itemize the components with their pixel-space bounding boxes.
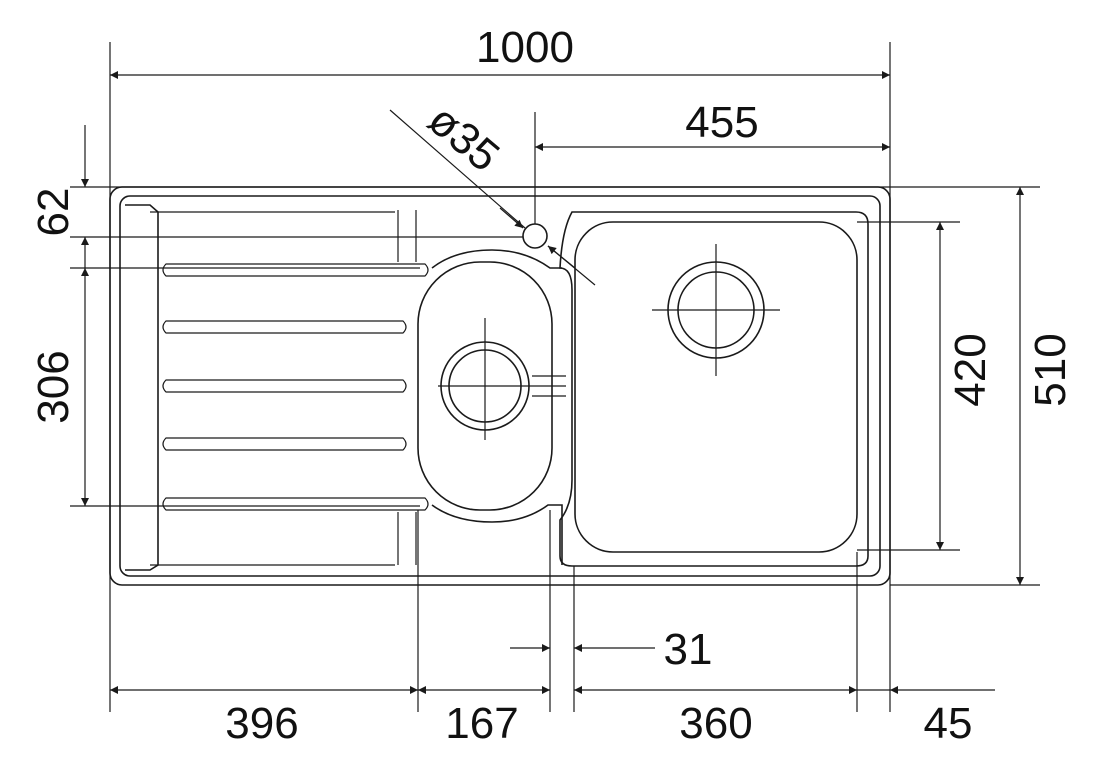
large-bowl xyxy=(559,211,869,567)
small-bowl xyxy=(417,249,566,565)
label-overall-width: 1000 xyxy=(476,23,574,72)
tap-arrow-lower xyxy=(547,245,576,269)
drainer-rib xyxy=(162,263,429,277)
label-overall-depth: 510 xyxy=(1026,333,1075,406)
label-right-section: 455 xyxy=(685,98,758,147)
extension-lines xyxy=(70,42,1040,712)
tap-hole-circle xyxy=(522,223,548,249)
label-right-rim: 45 xyxy=(924,699,973,748)
drainer-rib xyxy=(162,497,429,511)
drainer-area xyxy=(125,204,429,571)
label-large-bowl-height: 420 xyxy=(946,333,995,406)
label-small-bowl-width: 167 xyxy=(445,699,518,748)
label-tap-offset: 62 xyxy=(29,188,78,237)
label-tap-hole: ø35 xyxy=(419,95,509,181)
label-small-bowl-height: 306 xyxy=(29,350,78,423)
small-bowl-surround-top xyxy=(431,249,562,269)
tap-arrow-upper xyxy=(499,207,524,229)
inner-rim xyxy=(119,195,881,577)
dimension-lines xyxy=(81,71,1024,694)
drainer-left-edge xyxy=(125,204,159,571)
label-drainer-width: 396 xyxy=(225,699,298,748)
large-bowl-surround xyxy=(559,211,869,567)
label-gap-between-bowls: 31 xyxy=(664,625,713,674)
drainer-rib xyxy=(162,379,407,393)
small-bowl-surround-bottom xyxy=(431,504,563,565)
tap-leader-line xyxy=(389,109,526,229)
large-bowl-inner xyxy=(574,221,858,553)
label-large-bowl-width: 360 xyxy=(679,699,752,748)
drainer-rib xyxy=(162,437,407,451)
drainer-rib xyxy=(162,320,407,334)
